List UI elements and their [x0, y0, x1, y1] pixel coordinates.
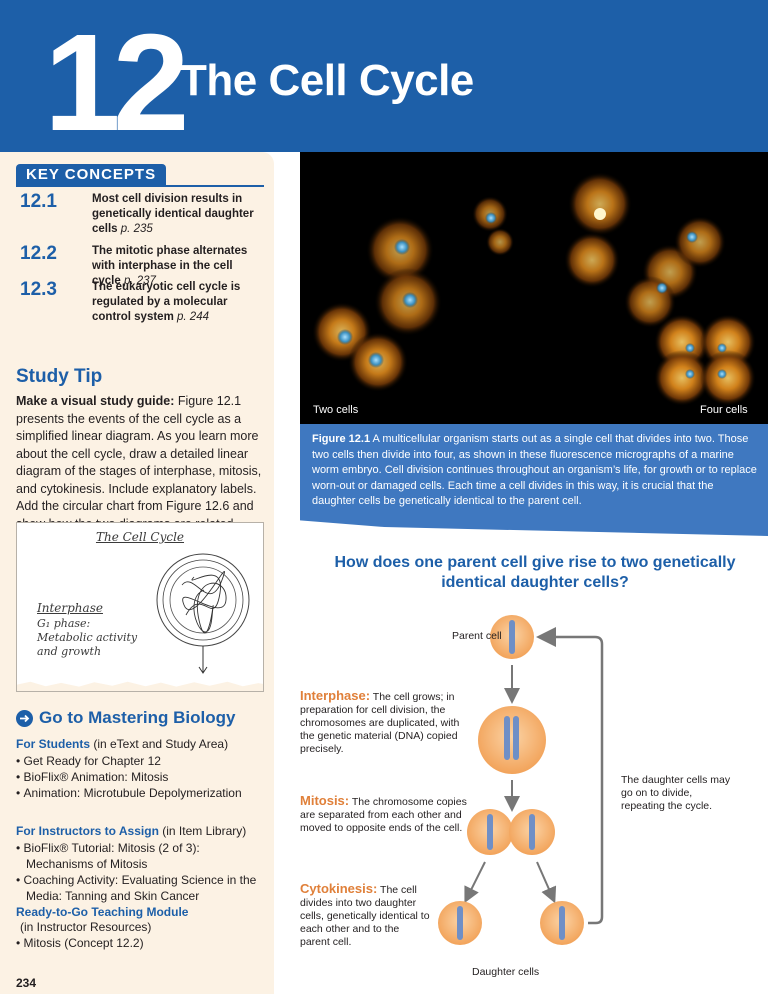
study-guide-sketch: The Cell Cycle Interphase G₁ phase: Meta… — [16, 522, 264, 692]
study-tip-heading: Study Tip — [16, 366, 103, 387]
step-title: Cytokinesis: — [300, 881, 378, 896]
step-mitosis: Mitosis: The chromosome copies are separ… — [300, 794, 470, 835]
instructors-list: BioFlix® Tutorial: Mitosis (2 of 3): Mec… — [16, 840, 266, 904]
students-note: (in eText and Study Area) — [90, 737, 229, 751]
chromosome — [504, 716, 510, 760]
module-list: Mitosis (Concept 12.2) — [16, 935, 266, 951]
four-cells-label: Four cells — [700, 404, 748, 416]
key-concept-text: The eukaryotic cell cycle is regulated b… — [92, 280, 264, 325]
arrow — [536, 861, 557, 904]
step-cytokinesis: Cytokinesis: The cell divides into two d… — [300, 882, 430, 949]
list-item[interactable]: BioFlix® Animation: Mitosis — [16, 769, 266, 785]
diagram-graphics — [438, 615, 604, 945]
chapter-number: 12 — [44, 6, 189, 160]
list-item[interactable]: Mitosis (Concept 12.2) — [16, 935, 266, 951]
students-list: Get Ready for Chapter 12 BioFlix® Animat… — [16, 753, 266, 801]
figure-label: Figure 12.1 — [312, 433, 371, 445]
list-item[interactable]: Animation: Microtubule Depolymerization — [16, 785, 266, 801]
grown-cell — [478, 706, 546, 774]
chromosome — [509, 620, 515, 654]
key-concept-page: p. 244 — [177, 311, 209, 323]
mastering-heading-label: Go to Mastering Biology — [39, 708, 236, 727]
step-interphase: Interphase: The cell grows; in preparati… — [300, 689, 470, 756]
module-heading: Ready-to-Go Teaching Module — [16, 905, 189, 919]
key-concept-label: Most cell division results in geneticall… — [92, 193, 254, 235]
study-tip-text: Figure 12.1 presents the events of the c… — [16, 394, 262, 531]
page-number: 234 — [16, 976, 37, 990]
key-concept-number: 12.2 — [20, 243, 57, 264]
cell-cycle-diagram: Parent cell Daughter cells The daughter … — [290, 600, 768, 994]
caption-body: A multicellular organism starts out as a… — [312, 433, 757, 507]
step-text: The chromosome copies are separated from… — [300, 796, 467, 834]
chromosome — [529, 814, 535, 850]
chromosome — [487, 814, 493, 850]
diagram-question: How does one parent cell give rise to tw… — [334, 554, 736, 591]
figure-caption: Figure 12.1 A multicellular organism sta… — [312, 432, 758, 510]
instructors-note: (in Item Library) — [158, 824, 247, 838]
chromosome — [513, 716, 519, 760]
students-heading: For Students (in eText and Study Area) — [16, 737, 228, 751]
instructors-head-label: For Instructors to Assign — [16, 824, 159, 838]
mastering-heading[interactable]: Go to Mastering Biology — [16, 708, 235, 728]
repeat-cycle-arrow — [536, 627, 604, 925]
key-concepts-rule — [16, 185, 264, 187]
list-item[interactable]: BioFlix® Tutorial: Mitosis (2 of 3): Mec… — [16, 840, 266, 872]
step-text: The cell divides into two daughter cells… — [300, 884, 430, 948]
chromosome — [457, 906, 463, 940]
daughter-cells-label: Daughter cells — [472, 966, 540, 978]
parent-cell-label: Parent cell — [452, 630, 502, 642]
arrow — [464, 861, 486, 904]
module-note: (in Instructor Resources) — [20, 920, 152, 934]
fluorescence-micrograph — [300, 152, 768, 424]
list-item[interactable]: Coaching Activity: Evaluating Science in… — [16, 872, 266, 904]
key-concept-label: The mitotic phase alternates with interp… — [92, 245, 248, 287]
sketch-cell-drawing — [156, 553, 250, 674]
sketch-g1-label: G₁ phase: Metabolic activity and growth — [37, 617, 138, 658]
key-concept-page: p. 237 — [123, 275, 156, 287]
sketch-interphase-label: Interphase — [37, 601, 103, 615]
instructors-heading: For Instructors to Assign (in Item Libra… — [16, 824, 246, 838]
repeat-cycle-note: The daughter cells may go on to divide, … — [621, 774, 731, 812]
step-title: Interphase: — [300, 688, 371, 703]
study-tip-lead: Make a visual study guide: — [16, 394, 175, 408]
key-concept-number: 12.3 — [20, 279, 57, 300]
key-concepts-heading: KEY CONCEPTS — [16, 164, 167, 185]
arrow-right-icon — [16, 709, 33, 727]
caption-box — [300, 424, 768, 536]
chapter-banner — [0, 0, 768, 152]
list-item[interactable]: Get Ready for Chapter 12 — [16, 753, 266, 769]
study-tip-body: Make a visual study guide: Figure 12.1 p… — [16, 393, 268, 533]
sketch-title: The Cell Cycle — [95, 530, 185, 544]
key-concept-number: 12.1 — [20, 191, 57, 212]
step-title: Mitosis: — [300, 793, 350, 808]
key-concept-text: Most cell division results in geneticall… — [92, 192, 264, 237]
key-concept-text: The mitotic phase alternates with interp… — [92, 244, 264, 289]
two-cells-label: Two cells — [313, 404, 359, 416]
step-text: The cell grows; in preparation for cell … — [300, 691, 460, 755]
chapter-title: The Cell Cycle — [180, 56, 474, 105]
key-concept-label: The eukaryotic cell cycle is regulated b… — [92, 281, 241, 323]
key-concept-page: p. 235 — [120, 223, 153, 235]
students-head-label: For Students — [16, 737, 90, 751]
torn-edge — [17, 681, 263, 691]
chromosome — [559, 906, 565, 940]
